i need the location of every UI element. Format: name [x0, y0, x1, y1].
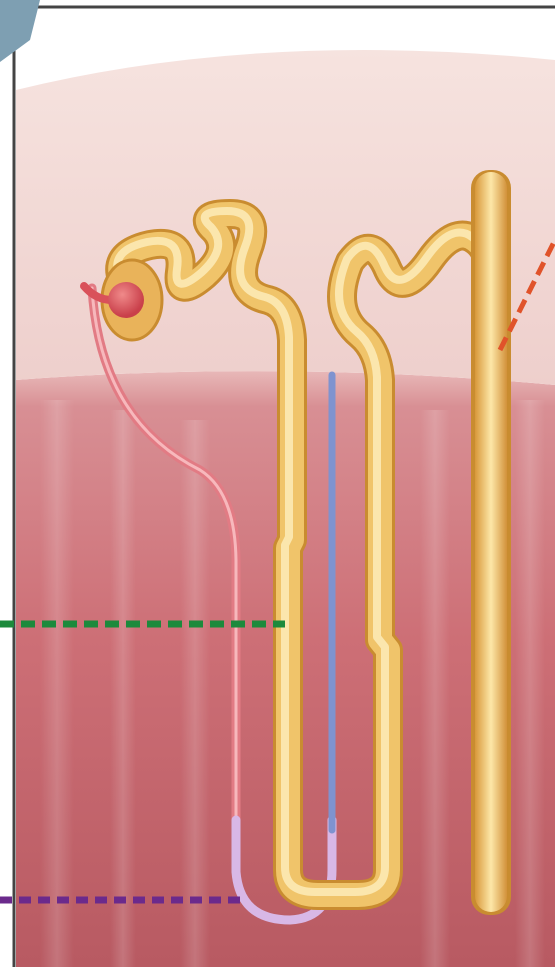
glomerulus — [108, 282, 144, 318]
collecting-duct — [471, 170, 511, 915]
corner-marker — [0, 0, 40, 62]
